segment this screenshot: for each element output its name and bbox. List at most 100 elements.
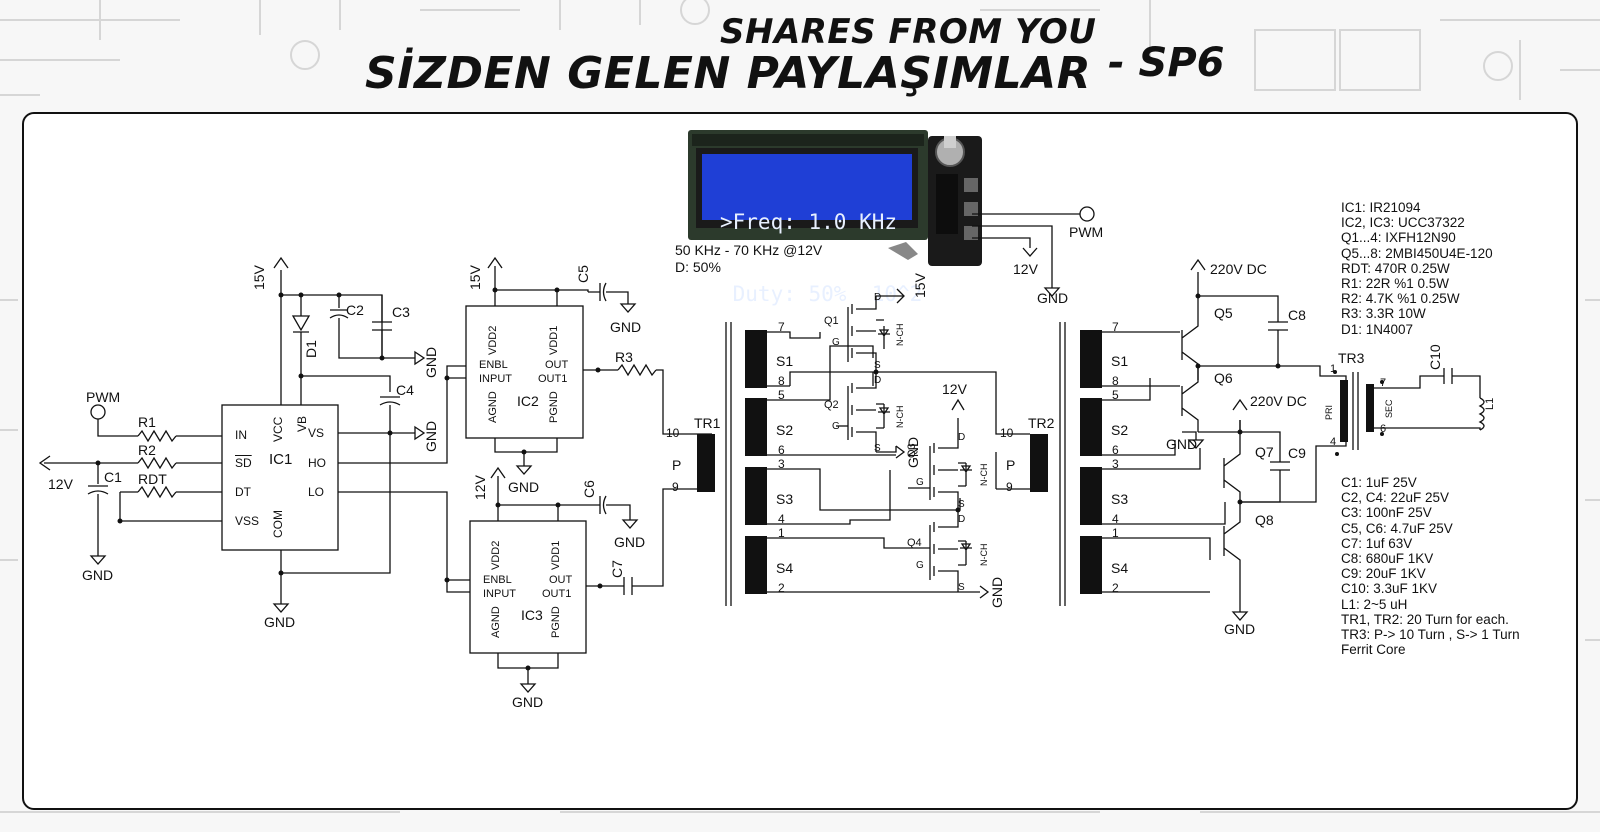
- ic1-label: IC1: [269, 451, 293, 468]
- tr1-pin8: 8: [778, 374, 785, 388]
- r3-label: R3: [615, 349, 633, 365]
- tr1-s3-winding: [745, 467, 767, 525]
- v12-label-top: 12V: [1013, 261, 1038, 277]
- ic2-pin-vdd2: VDD2: [487, 325, 499, 355]
- ic3-pin-vdd1: VDD1: [550, 540, 562, 570]
- v15-ic2: 15V: [467, 265, 483, 290]
- c1-label: C1: [104, 469, 122, 485]
- legend-line: Ferrit Core: [1341, 642, 1406, 658]
- tr2-primary-winding: [1030, 434, 1048, 492]
- tr2-pin7: 7: [1112, 320, 1119, 334]
- ic1-pin-ho: HO: [308, 456, 326, 470]
- title-turkish: SİZDEN GELEN PAYLAŞIMLAR: [365, 48, 1092, 99]
- gnd-c6: GND: [614, 534, 646, 550]
- ic3-pin-input: INPUT: [483, 588, 516, 600]
- gnd-q4: GND: [989, 576, 1005, 608]
- tr2-pin4: 4: [1112, 512, 1119, 526]
- ic1-pin-vss: VSS: [235, 514, 260, 528]
- q2-g: G: [832, 421, 840, 432]
- tr2-pin5: 5: [1112, 388, 1119, 402]
- q1-g: G: [832, 337, 840, 348]
- ic1-pin-com: COM: [271, 510, 285, 538]
- title-suffix: - SP6: [1108, 40, 1225, 86]
- v220-q5: 220V DC: [1210, 261, 1267, 277]
- tr3-sec: SEC: [1384, 399, 1394, 418]
- tr2-pin9: 9: [1006, 480, 1013, 494]
- q3-s: S: [958, 499, 965, 510]
- tr2-s3: S3: [1111, 491, 1129, 507]
- q2-nch: N-CH: [895, 405, 905, 429]
- gnd-c3: GND: [423, 346, 439, 378]
- v12-q3: 12V: [942, 381, 967, 397]
- c2-label: C2: [346, 302, 364, 318]
- legend-line: C3: 100nF 25V: [1341, 505, 1432, 521]
- legend-line: R2: 4.7K %1 0.25W: [1341, 291, 1460, 307]
- legend-line: C10: 3.3uF 1KV: [1341, 581, 1438, 597]
- lcd-display: >Freq: 1.0 KHz Duty: 50% 10^2: [720, 162, 922, 330]
- tr3-label: TR3: [1338, 350, 1365, 366]
- legend-line: Q1...4: IXFH12N90: [1341, 230, 1456, 246]
- q5-label: Q5: [1214, 305, 1233, 321]
- tr3-pin1: 1: [1330, 363, 1337, 375]
- tr3-pri: PRI: [1324, 404, 1334, 420]
- ic1-pin-vcc: VCC: [271, 416, 285, 442]
- tr3-pin7: 7: [1380, 377, 1387, 389]
- tr2-pin10: 10: [1000, 426, 1014, 440]
- q4-label: Q4: [907, 537, 922, 549]
- tr1-s2: S2: [776, 422, 794, 438]
- gnd-c5: GND: [610, 319, 642, 335]
- tr1-s1: S1: [776, 353, 794, 369]
- tr2-pin2: 2: [1112, 581, 1119, 595]
- v15-ic1: 15V: [251, 265, 267, 290]
- tr1-s1-winding: [745, 330, 767, 388]
- q3-nch: N-CH: [979, 463, 989, 487]
- ic1-pin-dt: DT: [235, 485, 251, 499]
- switch-icon: [888, 242, 918, 260]
- c8-label: C8: [1288, 307, 1306, 323]
- r1-label: R1: [138, 414, 156, 430]
- q1-label: Q1: [824, 315, 839, 327]
- legend-line: C5, C6: 4.7uF 25V: [1341, 520, 1453, 536]
- v15-q1: 15V: [912, 273, 928, 298]
- ic2-pin-out: OUT: [545, 359, 569, 371]
- lcd-note-freq: 50 KHz - 70 KHz @12V: [675, 242, 823, 258]
- tr2-p: P: [1006, 457, 1016, 473]
- tr3-pin6: 6: [1380, 423, 1387, 435]
- legend-line: L1: 2~5 uH: [1341, 596, 1408, 612]
- gnd-ic1: GND: [264, 614, 296, 630]
- c4-label: C4: [396, 382, 414, 398]
- tr1-pin4: 4: [778, 512, 785, 526]
- q2-label: Q2: [824, 399, 839, 411]
- v12-label-left: 12V: [48, 476, 73, 492]
- gnd-q8: GND: [1224, 621, 1256, 637]
- legend-line: C9: 20uF 1KV: [1341, 566, 1426, 582]
- gnd-c4: GND: [423, 420, 439, 452]
- q2-s: S: [874, 443, 881, 454]
- legend-line: IC1: IR21094: [1341, 200, 1421, 215]
- title-english: SHARES FROM YOU: [720, 12, 1097, 52]
- q2-d: D: [874, 375, 882, 386]
- tr1-pin9: 9: [672, 480, 679, 494]
- q3-d: D: [958, 432, 966, 443]
- lcd-line2: Duty: 50% 10^2: [720, 282, 923, 306]
- ic3-label: IC3: [521, 607, 543, 623]
- tr1-s3: S3: [776, 491, 794, 507]
- gnd-label-top: GND: [1037, 290, 1069, 306]
- ic3-pin-out: OUT: [549, 574, 573, 586]
- legend-line: C2, C4: 22uF 25V: [1341, 490, 1450, 506]
- tr2-s1-winding: [1080, 330, 1102, 388]
- legend-line: D1: 1N4007: [1341, 321, 1414, 337]
- tr3-pin4: 4: [1330, 436, 1337, 448]
- q4-g: G: [916, 560, 924, 571]
- ic3-pin-agnd: AGND: [490, 606, 502, 638]
- tr1-pin1: 1: [778, 526, 785, 540]
- lcd-note-duty: D: 50%: [675, 259, 721, 275]
- q4-s: S: [958, 582, 965, 593]
- v220-q7: 220V DC: [1250, 393, 1307, 409]
- ic2-pin-pgnd: PGND: [548, 391, 560, 423]
- ic3-pin-pgnd: PGND: [550, 606, 562, 638]
- c6-label: C6: [581, 480, 597, 498]
- legend-components-top: IC1: IR21094 IC2, IC3: UCC37322 Q1...4: …: [1341, 200, 1493, 337]
